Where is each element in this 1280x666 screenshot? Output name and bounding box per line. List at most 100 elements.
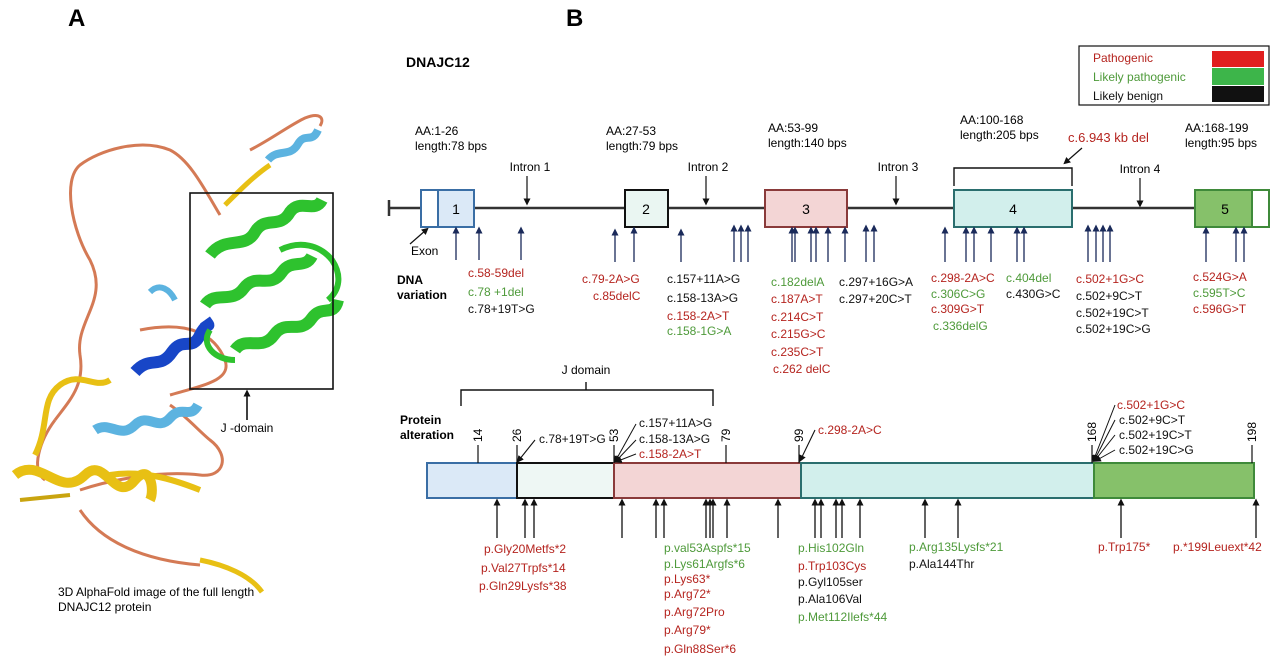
intron3-label: Intron 3 (878, 160, 919, 174)
dna-label-line-1: DNA (397, 273, 423, 287)
protein-caption-line-1: 3D AlphaFold image of the full length (58, 585, 254, 599)
splice-variant: c.298-2A>C (818, 423, 882, 437)
splice-variant: c.502+19C>T (1119, 428, 1192, 442)
dna-variant: c.595T>C (1193, 286, 1246, 300)
exon1-length: length:78 bps (415, 139, 487, 153)
protein-variant: p.His102Gln (798, 541, 864, 555)
dna-variant: c.298-2A>C (931, 271, 995, 285)
dna-variant: c.58-59del (468, 266, 524, 280)
alphafold-structure-image (11, 114, 344, 594)
dna-variant: c.309G>T (931, 302, 985, 316)
exon-pointer-label: Exon (411, 244, 438, 258)
legend-label-pathogenic: Pathogenic (1093, 51, 1153, 65)
tick-label: 14 (471, 428, 485, 442)
panel-label-a: A (68, 5, 85, 32)
intron1-label: Intron 1 (510, 160, 551, 174)
exon5-box (1194, 189, 1253, 228)
protein-variant-labels: p.Gly20Metfs*2 p.Val27Trpfs*14 p.Gln29Ly… (479, 540, 1262, 656)
protein-caption-line-2: DNAJC12 protein (58, 600, 151, 614)
dna-variant: c.297+20C>T (839, 292, 912, 306)
dna-variant-arrows (452, 224, 1248, 262)
protein-segment-4 (800, 462, 1095, 499)
jdomain-bracket (460, 382, 714, 406)
dna-variant: c.404del (1006, 271, 1051, 285)
protein-segment-3 (613, 462, 802, 499)
exon3-box (764, 189, 848, 228)
tick-label: 53 (607, 428, 621, 442)
dna-variant: c.214C>T (771, 310, 824, 324)
splice-variant: c.78+19T>G (539, 432, 606, 446)
dna-variant: c.79-2A>G (582, 272, 640, 286)
exon3-aa: AA:53-99 (768, 121, 818, 135)
dna-variant: c.78 +1del (468, 285, 524, 299)
protein-variant: p.Lys63* (664, 572, 711, 586)
protein-variant: p.Val27Trpfs*14 (481, 561, 566, 575)
protein-variant: p.Lys61Argfs*6 (664, 557, 745, 571)
protein-variant: p.Arg135Lysfs*21 (909, 540, 1004, 554)
panel-label-b: B (566, 5, 583, 32)
exon5-utr (1251, 189, 1270, 228)
protein-variant: p.Gln29Lysfs*38 (479, 579, 567, 593)
intron2-label: Intron 2 (688, 160, 729, 174)
protein-variant: p.Ala144Thr (909, 557, 974, 571)
protein-variant-arrows (493, 498, 1260, 538)
gene-title: DNAJC12 (406, 54, 470, 70)
splice-variant: c.502+1G>C (1117, 398, 1185, 412)
exon4-length: length:205 bps (960, 128, 1039, 142)
dna-variant: c.215G>C (771, 327, 826, 341)
exon1-box (437, 189, 475, 228)
exon2-box (624, 189, 669, 228)
dna-variant: c.262 delC (773, 362, 831, 376)
big-deletion-bracket (953, 167, 1073, 186)
dna-label-line-2: variation (397, 288, 447, 302)
protein-segment-5 (1093, 462, 1255, 499)
dna-variant: c.157+11A>G (667, 272, 740, 286)
exon2-aa: AA:27-53 (606, 124, 656, 138)
protein-variant: p.Ala106Val (798, 592, 862, 606)
dna-variant: c.235C>T (771, 345, 824, 359)
dna-variant: c.502+19C>G (1076, 322, 1151, 336)
tick-label: 99 (792, 428, 806, 442)
tick-label: 198 (1245, 422, 1259, 442)
dna-variant: c.297+16G>A (839, 275, 913, 289)
protein-variant: p.Arg79* (664, 623, 711, 637)
splice-labels: c.78+19T>G c.157+11A>G c.158-13A>G c.158… (516, 398, 1194, 464)
protein-label-line-2: alteration (400, 428, 454, 442)
dna-variant: c.502+19C>T (1076, 306, 1149, 320)
gene-structure: 1 2 3 4 5 (387, 189, 1270, 228)
legend-swatch-likely-benign (1212, 86, 1264, 102)
intron4-label: Intron 4 (1120, 162, 1161, 176)
exon1-label: 1 (452, 201, 460, 217)
dna-variant: c.336delG (933, 319, 988, 333)
dna-variant: c.502+9C>T (1076, 289, 1143, 303)
dna-variant: c.187A>T (771, 292, 823, 306)
dna-variant: c.182delA (771, 275, 824, 289)
splice-variant: c.502+9C>T (1119, 413, 1186, 427)
protein-variant: p.Met112Ilefs*44 (798, 610, 887, 624)
protein-ticks (477, 445, 1253, 463)
legend: Pathogenic Likely pathogenic Likely beni… (1078, 45, 1270, 106)
exon1-utr (420, 189, 439, 228)
exon4-label: 4 (1009, 201, 1017, 217)
legend-swatch-likely-pathogenic (1212, 68, 1264, 85)
exon3-label: 3 (802, 201, 810, 217)
protein-label-line-1: Protein (400, 413, 441, 427)
protein-variant: p.val53Aspfs*15 (664, 541, 751, 555)
legend-label-likely-benign: Likely benign (1093, 89, 1163, 103)
protein-variant: p.Arg72* (664, 587, 711, 601)
protein-variant: p.*199Leuext*42 (1173, 540, 1262, 554)
splice-variant: c.158-13A>G (639, 432, 710, 446)
dna-variant: c.596G>T (1193, 302, 1247, 316)
dna-variant: c.78+19T>G (468, 302, 535, 316)
exon5-label: 5 (1221, 201, 1229, 217)
dna-variant: c.158-13A>G (667, 291, 738, 305)
intron-labels: Intron 1 Intron 2 Intron 3 Intron 4 (510, 160, 1161, 208)
exon4-box (953, 189, 1073, 228)
tick-label: 79 (719, 428, 733, 442)
protein-bar (426, 462, 1255, 499)
exon-info-labels: AA:1-26 length:78 bps AA:27-53 length:79… (415, 113, 1257, 153)
exon2-length: length:79 bps (606, 139, 678, 153)
exon3-length: length:140 bps (768, 136, 847, 150)
dna-variant: c.158-1G>A (667, 324, 731, 338)
exon1-aa: AA:1-26 (415, 124, 459, 138)
